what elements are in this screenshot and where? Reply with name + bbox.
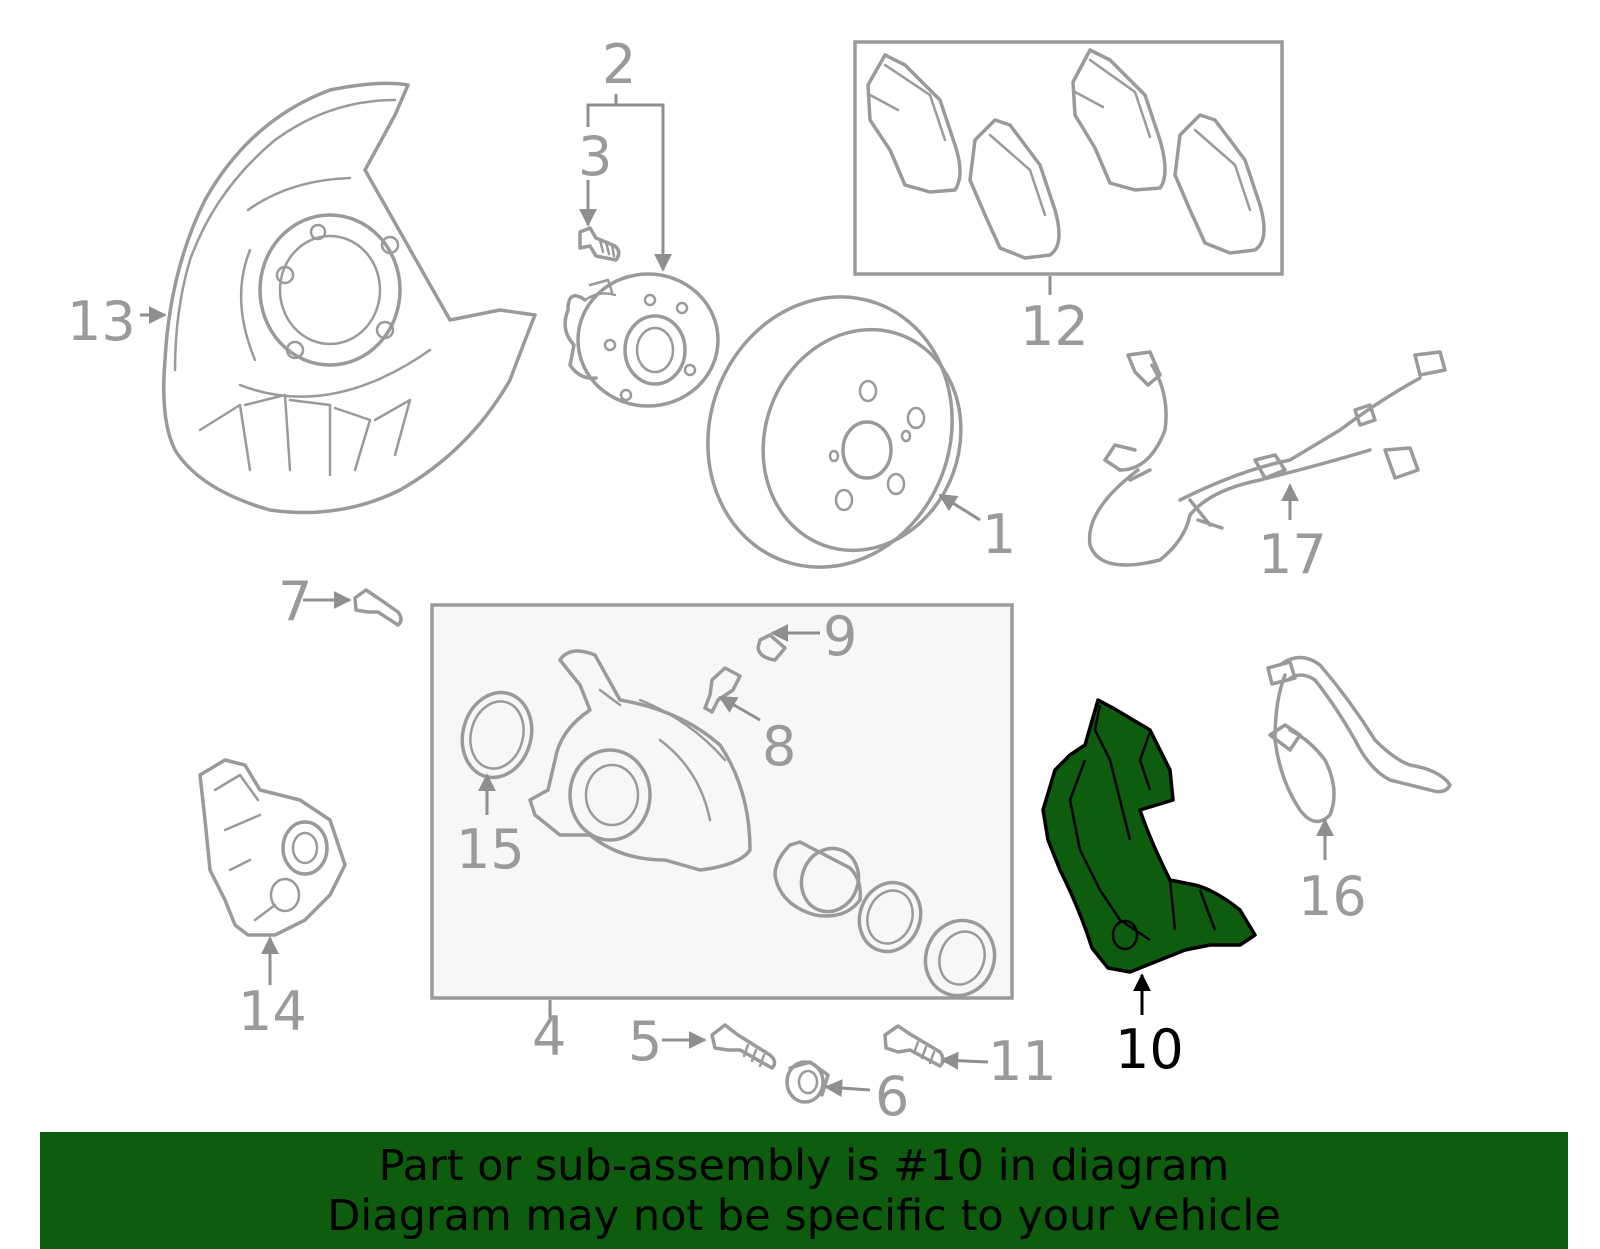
bolt-part-7[interactable]	[353, 588, 403, 627]
brake-pad-set-part-12[interactable]	[853, 40, 1284, 276]
callout-16: 16	[1298, 865, 1367, 928]
callout-9: 9	[823, 605, 857, 668]
callout-2: 2	[602, 33, 636, 96]
callout-13: 13	[67, 290, 136, 353]
leader-lines	[140, 94, 1334, 1098]
wire-harness-part-17[interactable]	[1087, 350, 1447, 567]
callout-1: 1	[982, 503, 1016, 566]
bolt-part-11[interactable]	[883, 1024, 945, 1068]
callout-8: 8	[762, 715, 796, 778]
callout-15: 15	[456, 818, 525, 881]
banner-line-disclaimer: Diagram may not be specific to your vehi…	[327, 1190, 1281, 1241]
callout-3: 3	[578, 125, 612, 188]
brake-hose-part-16[interactable]	[1266, 655, 1452, 824]
callout-4: 4	[532, 1005, 566, 1068]
callout-6: 6	[875, 1065, 909, 1128]
callout-14: 14	[238, 980, 307, 1043]
info-banner: Part or sub-assembly is #10 in diagram D…	[40, 1132, 1568, 1249]
callout-7: 7	[278, 570, 312, 633]
caliper-assembly-part-4[interactable]	[430, 603, 1014, 1005]
bolt-part-5[interactable]	[710, 1023, 777, 1070]
callout-17: 17	[1258, 523, 1327, 586]
callout-labels: 2 3 13 12 1 17 7 9 8 15 16 14 4 5 11 6 1…	[67, 33, 1367, 1128]
bolt-part-3[interactable]	[578, 226, 621, 262]
brake-rotor-part-1[interactable]	[670, 262, 991, 602]
hub-bearing-part-2[interactable]	[563, 272, 720, 408]
banner-line-part-number: Part or sub-assembly is #10 in diagram	[378, 1140, 1230, 1191]
bushing-part-6[interactable]	[785, 1060, 830, 1104]
callout-10-highlighted: 10	[1115, 1018, 1184, 1081]
callout-11: 11	[988, 1030, 1057, 1093]
callout-12: 12	[1020, 295, 1089, 358]
bracket-part-14[interactable]	[198, 758, 347, 937]
caliper-bracket-part-10[interactable]	[1041, 698, 1257, 974]
callout-5: 5	[628, 1010, 662, 1073]
dust-shield-part-13[interactable]	[162, 81, 537, 515]
